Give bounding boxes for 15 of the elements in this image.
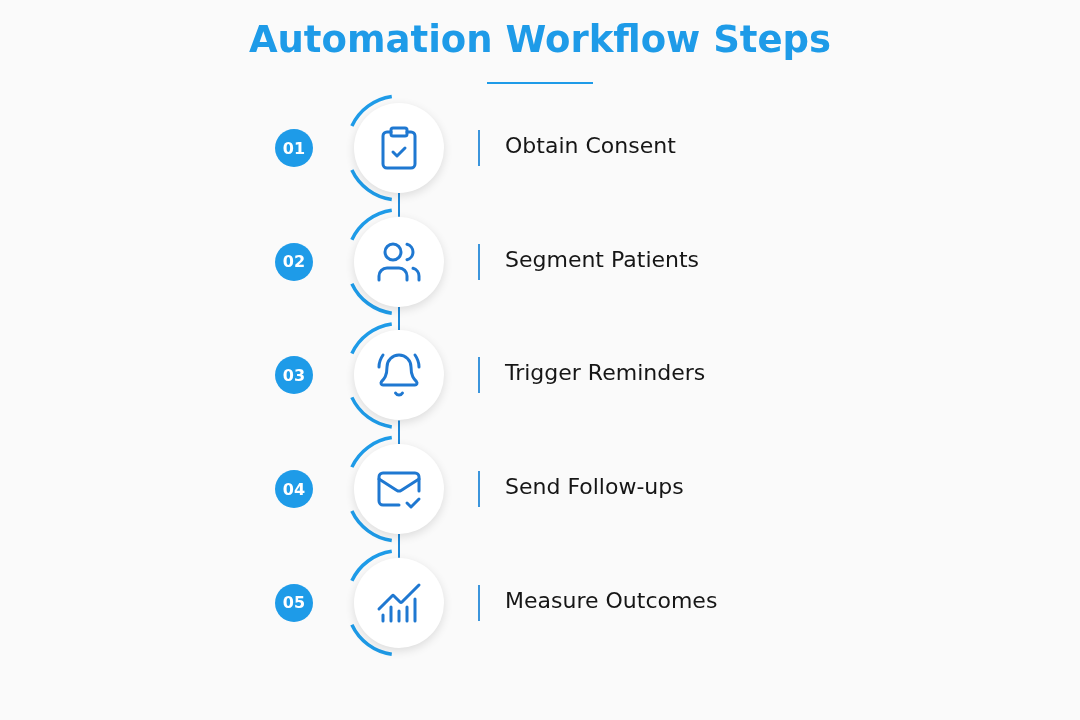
step-number: 01	[275, 129, 313, 167]
step-number: 05	[275, 583, 313, 622]
step-label: Trigger Reminders	[505, 360, 706, 386]
step-label: Measure Outcomes	[505, 587, 718, 613]
connector-line	[398, 305, 400, 332]
step-label: Segment Patients	[505, 246, 700, 272]
connector-line	[398, 192, 400, 218]
connector-line	[398, 419, 400, 446]
title: Automation Workflow Steps	[248, 18, 832, 61]
step-number: 03	[275, 356, 313, 395]
step-label: Obtain Consent	[505, 133, 676, 158]
step-number: 02	[275, 242, 313, 281]
step-label: Send Follow-ups	[505, 474, 684, 500]
step-number: 04	[275, 470, 313, 509]
connector-line	[398, 533, 400, 559]
